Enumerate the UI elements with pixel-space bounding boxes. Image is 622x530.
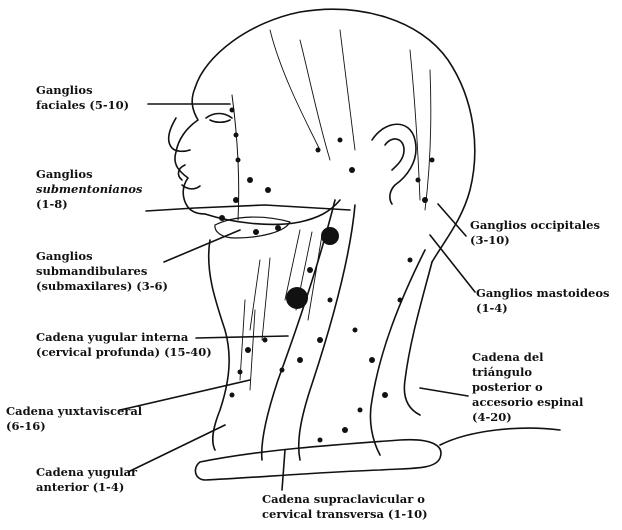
- label-line: (6-16): [6, 419, 142, 434]
- label-line: (1-8): [36, 197, 142, 212]
- label-line: (cervical profunda) (15-40): [36, 345, 212, 360]
- label-ganglios-submentonianos: Ganglios submentonianos (1-8): [36, 167, 142, 212]
- label-ganglios-mastoideos: Ganglios mastoideos (1-4): [476, 286, 610, 316]
- pointer-mastoideos: [430, 235, 475, 292]
- node-large-upper: [321, 227, 339, 245]
- clavicle: [195, 440, 441, 480]
- label-ganglios-submandibulares: Ganglios submandibulares (submaxilares) …: [36, 249, 168, 294]
- pointer-triangulo: [420, 388, 468, 396]
- pointer-supraclavicular: [282, 450, 285, 490]
- label-line: Cadena yugular interna: [36, 330, 212, 345]
- shoulder: [440, 428, 560, 445]
- pointer-submandibulares: [164, 230, 240, 262]
- nose: [169, 118, 190, 151]
- pointer-submentonianos: [146, 205, 350, 211]
- label-line: Ganglios mastoideos: [476, 286, 610, 301]
- trapezius: [370, 250, 425, 455]
- pointer-yugular-anterior: [128, 425, 225, 472]
- label-line: faciales (5-10): [36, 98, 129, 113]
- label-cadena-yugular-interna: Cadena yugular interna (cervical profund…: [36, 330, 212, 360]
- label-line: cervical transversa (1-10): [262, 507, 428, 522]
- label-line: (submaxilares) (3-6): [36, 279, 168, 294]
- label-line: Cadena yuxtavisceral: [6, 404, 142, 419]
- eye: [206, 114, 232, 123]
- occipital-vessels: [410, 50, 431, 210]
- label-cadena-supraclavicular: Cadena supraclavicular o cervical transv…: [262, 492, 428, 522]
- label-cadena-yugular-anterior: Cadena yugular anterior (1-4): [36, 465, 137, 495]
- label-ganglios-occipitales: Ganglios occipitales (3-10): [470, 218, 600, 248]
- label-line: (4-20): [472, 410, 583, 425]
- ear: [372, 124, 416, 204]
- label-line: Cadena yugular: [36, 465, 137, 480]
- label-cadena-triangulo-posterior: Cadena del triángulo posterior o accesor…: [472, 350, 583, 425]
- label-line: anterior (1-4): [36, 480, 137, 495]
- ear-inner: [385, 139, 404, 170]
- label-line: submentonianos: [36, 182, 142, 197]
- label-line: triángulo: [472, 365, 583, 380]
- label-line: Cadena del: [472, 350, 583, 365]
- throat: [209, 240, 229, 450]
- label-line: (1-4): [476, 301, 610, 316]
- label-line: (3-10): [470, 233, 600, 248]
- lips: [178, 165, 200, 189]
- label-line: Ganglios: [36, 83, 129, 98]
- label-line: Ganglios: [36, 167, 142, 182]
- label-line: accesorio espinal: [472, 395, 583, 410]
- label-cadena-yuxtavisceral: Cadena yuxtavisceral (6-16): [6, 404, 142, 434]
- label-line: Cadena supraclavicular o: [262, 492, 428, 507]
- label-line: Ganglios occipitales: [470, 218, 600, 233]
- label-ganglios-faciales: Ganglios faciales (5-10): [36, 83, 129, 113]
- label-line: posterior o: [472, 380, 583, 395]
- node-large-lower: [286, 287, 308, 309]
- label-line: submandibulares: [36, 264, 168, 279]
- label-line: Ganglios: [36, 249, 168, 264]
